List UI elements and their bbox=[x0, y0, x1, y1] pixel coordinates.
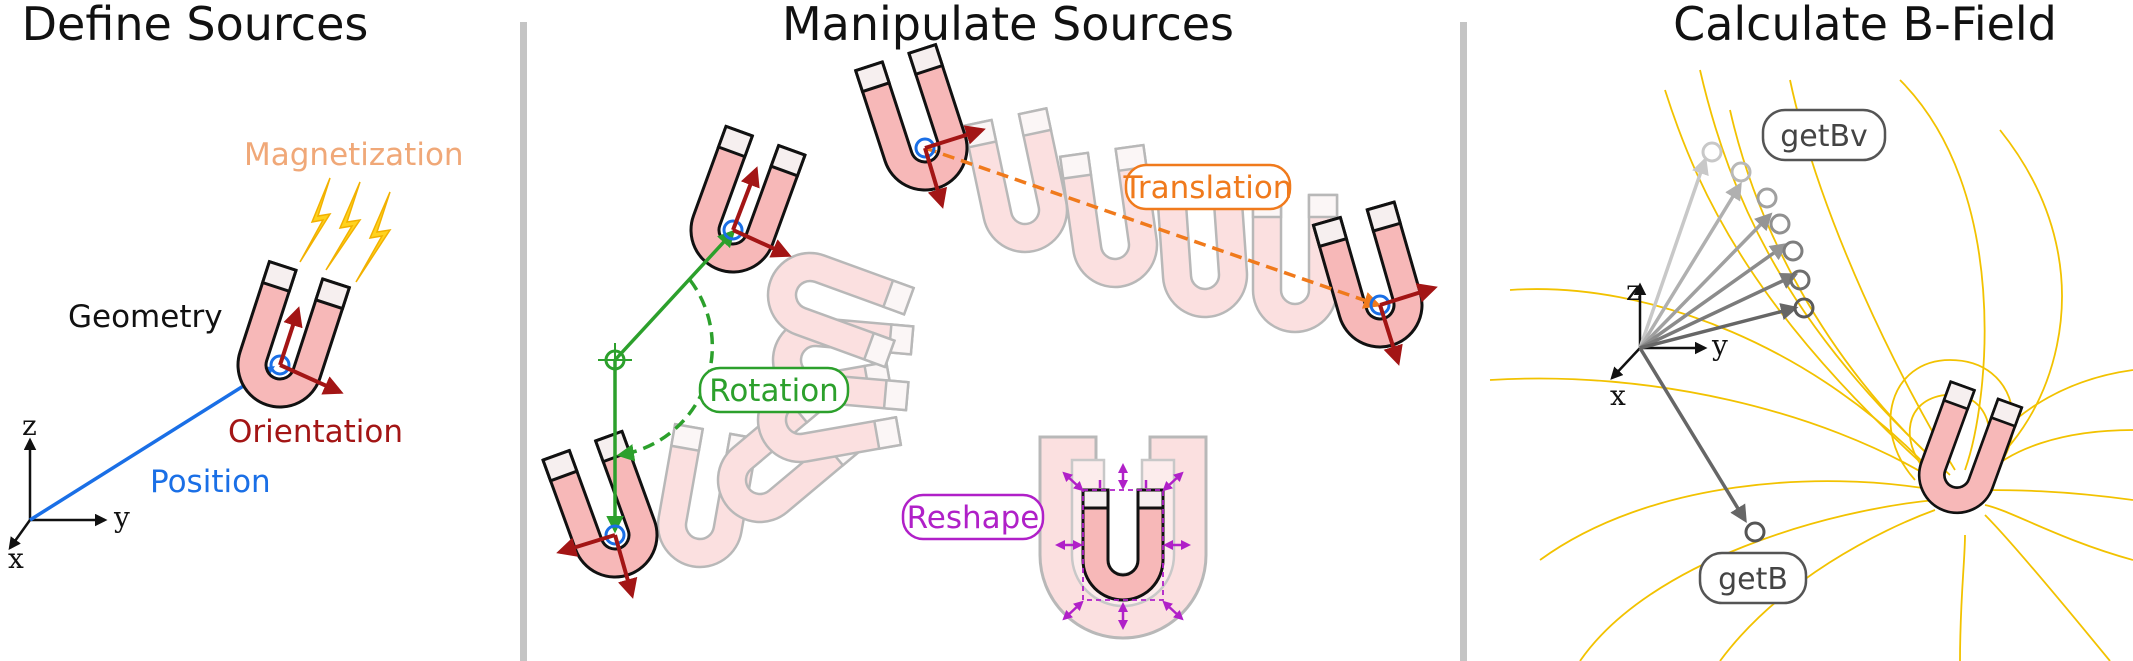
axes-icon bbox=[1610, 282, 1708, 380]
translation-label-box bbox=[1124, 163, 1292, 211]
orientation-arrow bbox=[556, 533, 616, 557]
lightning-icon bbox=[299, 177, 392, 283]
getbv-label: getBv bbox=[1780, 119, 1868, 154]
rotation-label: Rotation bbox=[709, 373, 839, 409]
translation-magnet-start bbox=[854, 43, 980, 203]
axis-label-x: x bbox=[1610, 379, 1626, 412]
axis-label-z: z bbox=[1626, 274, 1641, 307]
orientation-arrow bbox=[1378, 304, 1403, 366]
translation-ghosts bbox=[962, 107, 1339, 334]
position-label: Position bbox=[150, 464, 271, 500]
axis-label-y: y bbox=[113, 501, 130, 534]
magnet-icon bbox=[1907, 380, 2024, 525]
orientation-arrow bbox=[1379, 283, 1438, 307]
axes-icon bbox=[8, 437, 108, 551]
getb-label: getB bbox=[1718, 562, 1788, 597]
observer-vectors bbox=[1638, 156, 1799, 523]
reshape-label: Reshape bbox=[907, 500, 1040, 536]
geometry-label: Geometry bbox=[68, 299, 223, 335]
axis-label-x: x bbox=[8, 542, 24, 575]
position-marker-rot-end bbox=[604, 524, 626, 546]
translation-magnet-end bbox=[1311, 200, 1434, 359]
orientation-arrow bbox=[732, 228, 792, 258]
reshape-magnet bbox=[1081, 488, 1165, 602]
axis-label-y: y bbox=[1711, 329, 1728, 362]
rotation-label-box bbox=[698, 366, 850, 414]
panel-divider-2 bbox=[1460, 22, 1467, 661]
panel-divider-1 bbox=[520, 22, 527, 661]
orientation-arrow-up bbox=[278, 306, 303, 366]
field-panel: z y x getBv getB bbox=[1489, 69, 2133, 661]
panel-title-define: Define Sources bbox=[22, 0, 369, 51]
rotation-radius-upper bbox=[613, 229, 736, 362]
rotation-arc bbox=[616, 278, 715, 462]
orientation-arrow bbox=[924, 125, 986, 150]
reshape-arrows bbox=[1055, 463, 1191, 630]
panel-title-calculate: Calculate B-Field bbox=[1673, 0, 2057, 51]
reshape-label-box bbox=[901, 493, 1045, 541]
orientation-arrow bbox=[613, 534, 638, 599]
observer-points bbox=[1701, 141, 1815, 543]
position-marker-trans-start bbox=[914, 137, 936, 159]
panel-title-manipulate: Manipulate Sources bbox=[782, 0, 1234, 51]
position-marker-trans-end bbox=[1369, 294, 1391, 316]
define-panel: z y x Magnetization Geometry Orientation… bbox=[8, 137, 464, 575]
translation-vector bbox=[924, 146, 1382, 309]
orientation-arrow-right bbox=[279, 363, 344, 395]
orientation-arrow bbox=[731, 166, 760, 231]
position-marker bbox=[269, 354, 291, 376]
rotation-magnet-end bbox=[541, 429, 671, 591]
magnetization-label: Magnetization bbox=[244, 137, 464, 173]
translation-label: Translation bbox=[1123, 170, 1293, 206]
manipulate-panel: Rotation Translation bbox=[541, 43, 1438, 640]
orientation-arrow bbox=[923, 147, 948, 209]
getb-label-box bbox=[1698, 551, 1808, 605]
orientation-label: Orientation bbox=[228, 414, 403, 450]
getbv-label-box bbox=[1761, 108, 1887, 162]
position-vector bbox=[29, 366, 275, 522]
axis-label-z: z bbox=[22, 409, 37, 442]
position-marker-rot-start bbox=[722, 219, 744, 241]
